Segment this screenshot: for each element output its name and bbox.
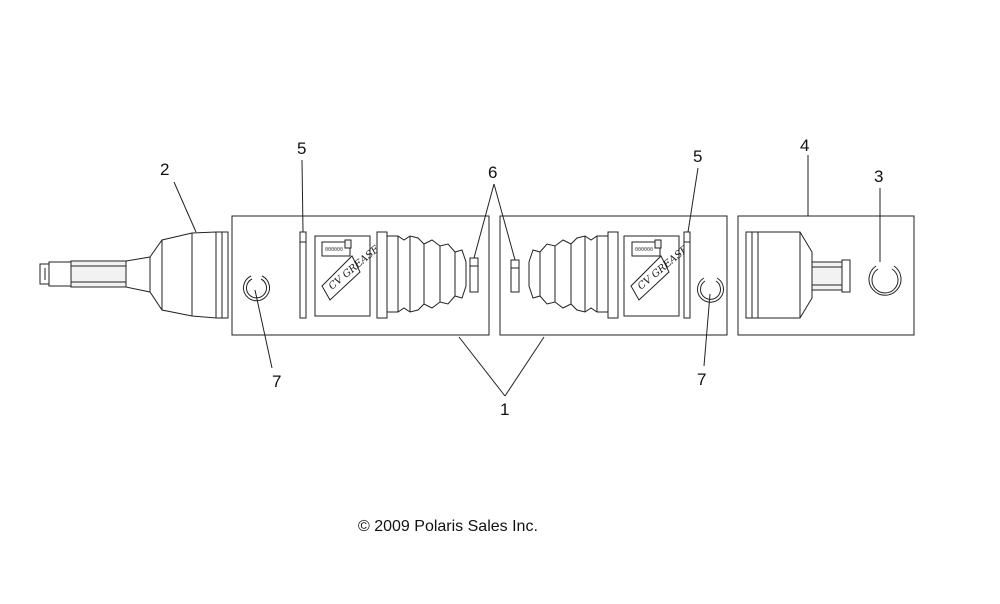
- callout-2: 2: [160, 160, 170, 179]
- copyright-notice: © 2009 Polaris Sales Inc.: [358, 518, 538, 535]
- inner-cv-joint: [745, 231, 851, 319]
- callout-3: 3: [874, 167, 884, 186]
- callout-5-left: 5: [297, 139, 307, 158]
- retaining-ring: [868, 265, 902, 296]
- callout-7-left: 7: [272, 372, 282, 391]
- outer-cv-joint-shaft: [39, 231, 229, 319]
- shaft-splines: [70, 260, 127, 288]
- callout-6: 6: [488, 163, 498, 182]
- callout-7-right: 7: [697, 370, 707, 389]
- clamp-band-left: [299, 231, 307, 319]
- callout-4: 4: [800, 136, 810, 155]
- svg-text:000000: 000000: [325, 247, 343, 253]
- snap-ring-right: [697, 277, 724, 303]
- snap-ring-left: [243, 275, 270, 302]
- grease-packet-right: 000000 CV GREASE: [623, 235, 691, 317]
- callout-5-right: 5: [693, 147, 703, 166]
- callout-1: 1: [500, 400, 510, 419]
- cv-boot-right: [528, 231, 619, 319]
- leader-lines: [173, 155, 881, 397]
- cv-boot-left: [376, 231, 467, 319]
- clamp-band-right: [683, 231, 691, 319]
- svg-text:000000: 000000: [635, 247, 653, 253]
- outer-cv-housing: [125, 231, 217, 319]
